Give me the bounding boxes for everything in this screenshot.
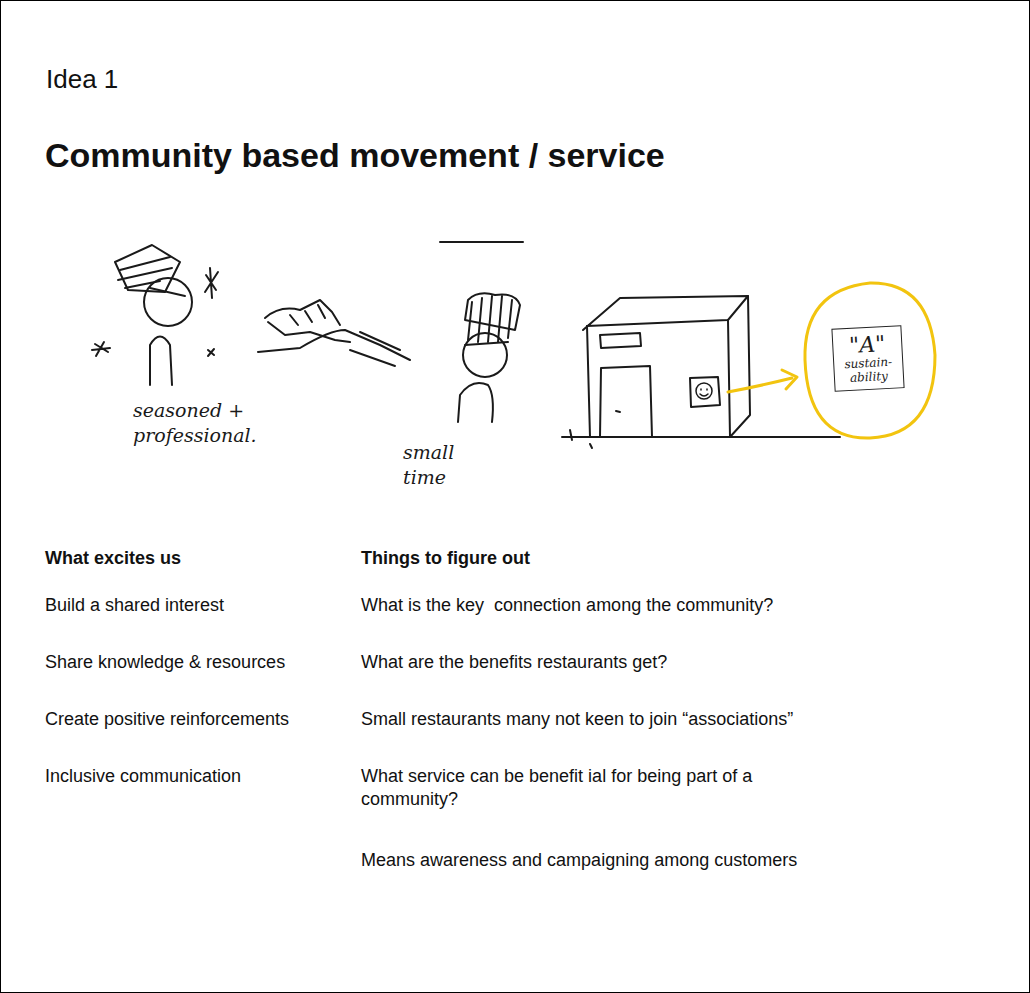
page-title: Community based movement / service — [45, 133, 945, 177]
list-item: Share knowledge & resources — [45, 651, 355, 674]
idea-number: Idea 1 — [46, 63, 346, 97]
restaurant-building-stroke — [600, 366, 652, 437]
list-item: Small restaurants many not keen to join … — [361, 708, 981, 731]
seasoned-chef-stroke — [205, 268, 218, 298]
restaurant-building-stroke — [616, 411, 620, 412]
list-item: Inclusive communication — [45, 765, 355, 788]
column-heading: Things to figure out — [361, 547, 921, 570]
handshake — [258, 300, 410, 366]
yellow-highlight-stroke — [805, 283, 935, 438]
handshake-stroke — [350, 332, 400, 366]
yellow-highlight — [728, 283, 935, 438]
seasoned-chef-stroke — [208, 349, 214, 356]
seasoned-chef-stroke — [118, 257, 172, 288]
seasoned-chef-stroke — [92, 342, 110, 356]
small-time-chef-stroke — [458, 383, 493, 422]
list-item: What are the benefits restaurants get? — [361, 651, 981, 674]
restaurant-building-stroke — [587, 296, 750, 437]
small-time-chef — [440, 242, 523, 422]
small-time-chef-stroke — [440, 241, 523, 243]
restaurant-building-stroke — [583, 296, 748, 330]
restaurant-building-stroke — [570, 430, 592, 448]
column-heading: What excites us — [45, 547, 345, 570]
handshake-stroke — [290, 305, 325, 325]
list-item: Means awareness and campaigning among cu… — [361, 849, 981, 872]
handshake-stroke — [265, 300, 340, 325]
grade-letter: "A" — [836, 330, 899, 359]
yellow-highlight-stroke — [782, 370, 797, 389]
restaurant-building-stroke — [700, 389, 708, 396]
seasoned-chef — [92, 245, 218, 385]
restaurant-building-stroke — [690, 377, 720, 407]
restaurant-building-stroke — [562, 436, 840, 438]
seasoned-chef-stroke — [144, 278, 192, 326]
list-item: Build a shared interest — [45, 594, 355, 617]
restaurant-building — [562, 296, 840, 448]
illustration-stroke — [92, 242, 935, 448]
seasoned-chef-stroke — [150, 288, 185, 296]
sustainability-poster: "A"sustain-ability — [832, 325, 905, 391]
yellow-highlight-stroke — [728, 378, 792, 392]
poster-text: sustain-ability — [837, 355, 900, 386]
handshake-stroke — [268, 322, 350, 342]
list-item: What is the key connection among the com… — [361, 594, 981, 617]
restaurant-building-stroke — [600, 333, 641, 348]
seasoned-chef-stroke — [150, 337, 172, 386]
handwritten-note: small time — [403, 440, 493, 489]
small-time-chef-stroke — [465, 342, 508, 345]
seasoned-chef-stroke — [115, 245, 180, 292]
restaurant-building-stroke — [696, 383, 712, 399]
list-item: What service can be benefit ial for bein… — [361, 765, 831, 812]
list-item: Create positive reinforcements — [45, 708, 355, 731]
small-time-chef-stroke — [463, 333, 507, 377]
handwritten-note: seasoned + professional. — [133, 398, 373, 447]
